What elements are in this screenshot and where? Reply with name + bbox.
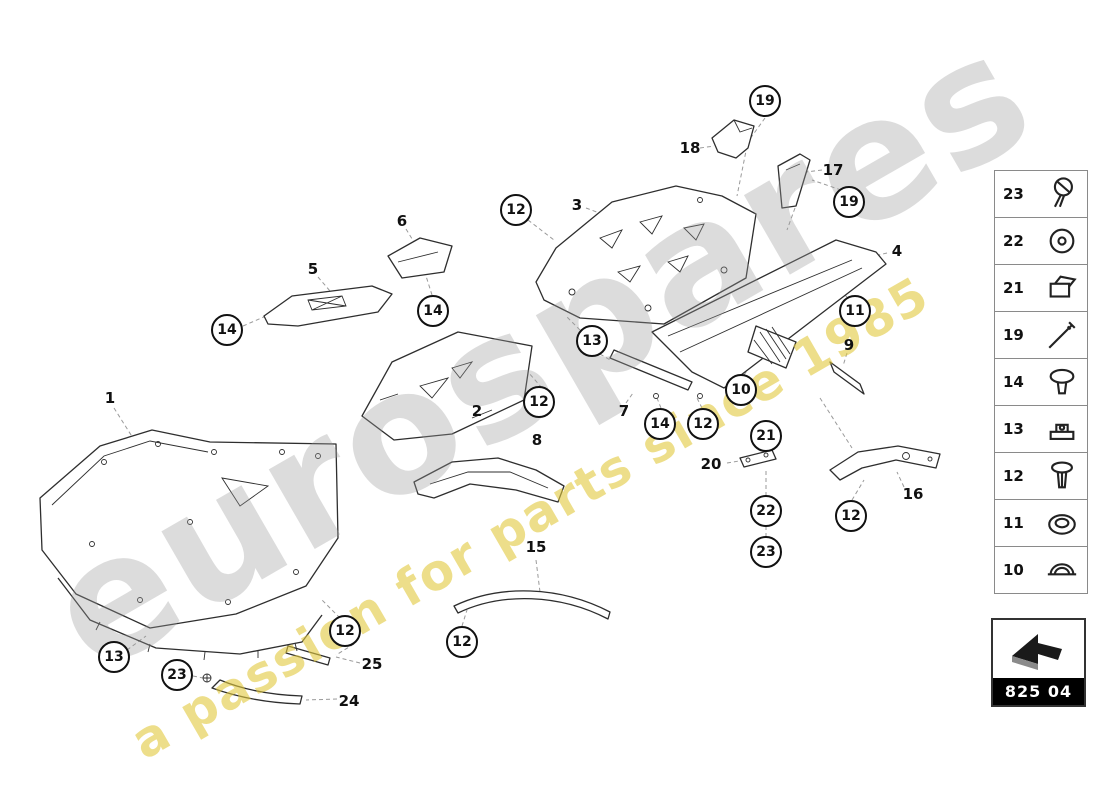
callout-12: 12 bbox=[500, 194, 532, 226]
callout-12: 12 bbox=[446, 626, 478, 658]
part-2-center-panel bbox=[361, 331, 533, 441]
legend-item-23[interactable]: 23 bbox=[994, 170, 1088, 218]
part-1-floor-panel bbox=[39, 429, 339, 629]
legend-number: 11 bbox=[1003, 514, 1024, 532]
part-label-17: 17 bbox=[822, 161, 844, 179]
legend-item-11[interactable]: 11 bbox=[994, 499, 1088, 547]
part-20-small-bracket bbox=[739, 449, 777, 468]
part-10-grille bbox=[747, 325, 797, 369]
push-rivet-icon bbox=[1045, 177, 1079, 211]
part-1-lower-flange bbox=[57, 577, 323, 655]
part-label-24: 24 bbox=[338, 692, 360, 710]
part-label-16: 16 bbox=[902, 485, 924, 503]
legend-item-12[interactable]: 12 bbox=[994, 452, 1088, 500]
panel-details bbox=[51, 119, 933, 683]
part-label-18: 18 bbox=[679, 139, 701, 157]
callout-21: 21 bbox=[750, 420, 782, 452]
legend-number: 10 bbox=[1003, 561, 1024, 579]
part-6-small-panel bbox=[387, 237, 453, 279]
expansion-rivet-icon bbox=[1045, 459, 1079, 493]
callout-14: 14 bbox=[211, 314, 243, 346]
legend-number: 22 bbox=[1003, 232, 1024, 250]
callout-12: 12 bbox=[329, 615, 361, 647]
part-label-5: 5 bbox=[307, 260, 319, 278]
legend-number: 19 bbox=[1003, 326, 1024, 344]
part-code-box: 825 04 bbox=[991, 618, 1086, 707]
callout-11: 11 bbox=[839, 295, 871, 327]
part-5-bracket-panel bbox=[263, 285, 393, 327]
part-label-9: 9 bbox=[843, 336, 855, 354]
part-3-upper-panel bbox=[535, 185, 757, 325]
part-code: 825 04 bbox=[993, 678, 1084, 705]
legend-item-13[interactable]: 13 bbox=[994, 405, 1088, 453]
part-label-2: 2 bbox=[471, 402, 483, 420]
legend-number: 21 bbox=[1003, 279, 1024, 297]
part-4-long-panel bbox=[651, 239, 887, 389]
callout-12: 12 bbox=[523, 386, 555, 418]
callout-12: 12 bbox=[687, 408, 719, 440]
part-label-15: 15 bbox=[525, 538, 547, 556]
clip-icon bbox=[1045, 271, 1079, 305]
part-label-1: 1 bbox=[104, 389, 116, 407]
legend-item-19[interactable]: 19 bbox=[994, 311, 1088, 359]
direction-arrow-icon bbox=[1011, 634, 1062, 670]
legend-item-21[interactable]: 21 bbox=[994, 264, 1088, 312]
callout-12: 12 bbox=[835, 500, 867, 532]
callout-13: 13 bbox=[98, 641, 130, 673]
grommet-icon bbox=[1045, 506, 1079, 540]
pin-screw-icon bbox=[1045, 318, 1079, 352]
part-24-lower-strip bbox=[211, 679, 303, 705]
callout-23: 23 bbox=[750, 536, 782, 568]
callout-19: 19 bbox=[833, 186, 865, 218]
legend-number: 13 bbox=[1003, 420, 1024, 438]
part-15-arch-trim bbox=[453, 590, 611, 620]
legend-number: 14 bbox=[1003, 373, 1024, 391]
part-label-7: 7 bbox=[618, 402, 630, 420]
callout-19: 19 bbox=[749, 85, 781, 117]
dome-rivet-icon bbox=[1045, 365, 1079, 399]
part-9-strip bbox=[829, 361, 865, 395]
part-17-vertical-bracket bbox=[777, 153, 811, 209]
washer-icon bbox=[1045, 224, 1079, 258]
legend-item-22[interactable]: 22 bbox=[994, 217, 1088, 265]
callout-14: 14 bbox=[644, 408, 676, 440]
callout-14: 14 bbox=[417, 295, 449, 327]
legend-number: 23 bbox=[1003, 185, 1024, 203]
part-label-8: 8 bbox=[531, 431, 543, 449]
part-7-strip bbox=[609, 349, 693, 391]
callout-10: 10 bbox=[725, 374, 757, 406]
part-label-25: 25 bbox=[361, 655, 383, 673]
part-8-curved-panel bbox=[413, 457, 565, 503]
callout-13: 13 bbox=[576, 325, 608, 357]
hardware-legend: 23 22 21 19 14 13 12 11 10 bbox=[994, 170, 1088, 594]
part-label-4: 4 bbox=[891, 242, 903, 260]
clamp-bracket-icon bbox=[1045, 412, 1079, 446]
legend-item-10[interactable]: 10 bbox=[994, 546, 1088, 594]
part-label-20: 20 bbox=[700, 455, 722, 473]
legend-item-14[interactable]: 14 bbox=[994, 358, 1088, 406]
callout-23: 23 bbox=[161, 659, 193, 691]
part-16-side-trim bbox=[829, 445, 941, 481]
cap-plug-icon bbox=[1045, 553, 1079, 587]
part-label-3: 3 bbox=[571, 196, 583, 214]
part-label-6: 6 bbox=[396, 212, 408, 230]
legend-number: 12 bbox=[1003, 467, 1024, 485]
callout-22: 22 bbox=[750, 495, 782, 527]
